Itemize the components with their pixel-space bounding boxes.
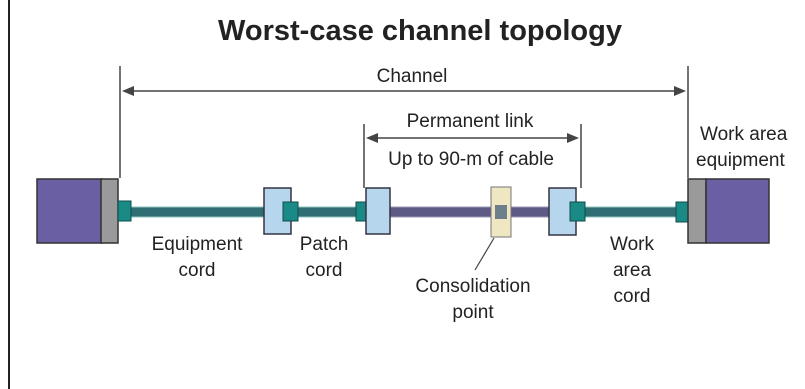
- channel-dimension-arrow: [122, 86, 686, 96]
- svg-text:Patch: Patch: [300, 234, 349, 255]
- connector-work-area-equipment: [675, 201, 690, 223]
- equipment-box-left: [36, 178, 119, 244]
- svg-text:cord: cord: [614, 286, 651, 307]
- consolidation-point-callout-line: [474, 237, 495, 271]
- work-area-cord-cable: [579, 206, 686, 218]
- svg-text:Consolidation: Consolidation: [415, 276, 530, 297]
- connector-wall-outlet: [569, 201, 586, 222]
- patch-panel-right: [365, 187, 391, 235]
- work-area-cord-label: Work area cord: [610, 234, 654, 307]
- svg-text:Work: Work: [610, 234, 654, 255]
- work-area-equipment-box: [687, 178, 770, 244]
- svg-text:Equipment: Equipment: [152, 234, 244, 255]
- permanent-link-label: Permanent link: [407, 111, 534, 132]
- svg-text:cord: cord: [179, 260, 216, 281]
- svg-text:equipment: equipment: [696, 150, 785, 171]
- cable-run: [127, 206, 686, 218]
- equipment-cord-cable: [127, 206, 269, 218]
- patch-cord-label: Patch cord: [300, 234, 349, 281]
- consolidation-point-connector: [495, 205, 507, 219]
- svg-text:area: area: [613, 260, 651, 281]
- permanent-link-dimension-arrow: [366, 133, 579, 143]
- permanent-link-cable: [384, 206, 571, 218]
- connector-left-equipment: [117, 200, 132, 222]
- svg-text:Work area: Work area: [700, 124, 788, 145]
- patch-cord-cable: [289, 206, 366, 218]
- channel-label: Channel: [377, 66, 448, 87]
- cable-length-label: Up to 90-m of cable: [388, 149, 554, 170]
- work-area-equipment-label: Work area equipment: [696, 124, 788, 171]
- connector-patch-panel-left: [282, 201, 299, 222]
- diagram-title: Worst-case channel topology: [218, 15, 622, 47]
- svg-text:cord: cord: [306, 260, 343, 281]
- equipment-cord-label: Equipment cord: [152, 234, 244, 281]
- svg-text:point: point: [452, 302, 494, 323]
- consolidation-point-label: Consolidation point: [415, 276, 530, 323]
